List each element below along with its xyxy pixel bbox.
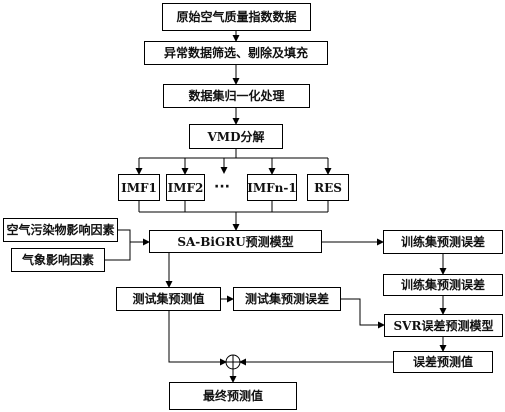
arrow-pollutant-to-model: [118, 229, 150, 246]
imf1-box: IMF1: [118, 174, 160, 201]
final-pred-box: 最终预测值: [169, 382, 297, 410]
arrow-test-error-to-svr: [341, 298, 385, 329]
res-box: RES: [307, 174, 349, 201]
sa-bigru-model-box: SA-BiGRU预测模型: [149, 230, 322, 253]
arrow-test-pred-to-plus: [168, 311, 227, 366]
error-pred-box: 误差预测值: [393, 351, 493, 373]
imfn1-box: IMFn-1: [247, 174, 297, 201]
imf2-box: IMF2: [166, 174, 205, 201]
train-error-box: 训练集预测误差: [383, 230, 503, 254]
arrow-weather-to-model: [105, 242, 131, 261]
vmd-decomposition-box: VMD分解: [189, 124, 283, 149]
test-pred-box: 测试集预测值: [116, 287, 221, 311]
pollutant-factors-box: 空气污染物影响因素: [3, 218, 118, 242]
raw-aqi-data-box: 原始空气质量指数数据: [162, 3, 311, 31]
weather-factors-box: 气象影响因素: [11, 248, 105, 272]
train-error-box-2: 训练集预测误差: [383, 274, 503, 296]
ellipsis-label: ···: [214, 179, 230, 195]
normalization-box: 数据集归一化处理: [163, 84, 310, 108]
outlier-cleaning-box: 异常数据筛选、剔除及填充: [144, 41, 328, 65]
sum-junction-icon: [225, 354, 241, 370]
test-error-box: 测试集预测误差: [233, 287, 341, 311]
svr-error-model-box: SVR误差预测模型: [384, 314, 503, 337]
